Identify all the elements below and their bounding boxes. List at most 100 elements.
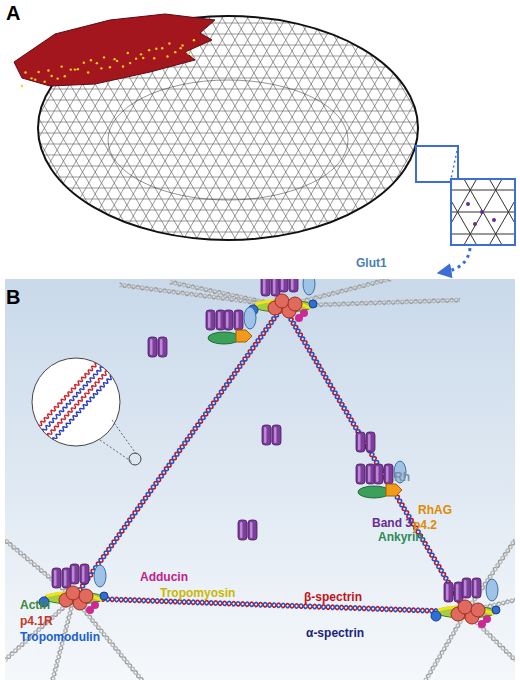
illustration-part (466, 541, 515, 612)
illustration-part (206, 310, 215, 330)
illustration-part (0, 23, 520, 24)
illustration-part (473, 222, 477, 226)
illustration-part (174, 51, 176, 53)
illustration-part (263, 279, 266, 294)
illustration-part (0, 254, 520, 255)
illustration-part (153, 57, 155, 59)
illustration-part (356, 464, 365, 484)
illustration-part (0, 232, 520, 233)
illustration-part (236, 330, 252, 342)
illustration-part (368, 466, 371, 482)
illustration-part (80, 564, 89, 584)
illustration-part (158, 337, 167, 357)
illustration-part (0, 210, 520, 211)
illustration-part (451, 179, 497, 245)
illustration-part (274, 427, 277, 443)
illustration-part (160, 339, 163, 355)
illustration-part (420, 612, 467, 680)
illustration-part (56, 77, 58, 79)
illustration-part (0, 133, 520, 134)
illustration-part (0, 144, 520, 145)
illustration-part (262, 0, 520, 328)
illustration-part (0, 122, 520, 123)
illustration-part (451, 179, 515, 245)
illustration-part (208, 312, 211, 328)
illustration-part (53, 360, 125, 441)
illustration-part (466, 202, 470, 206)
illustration-part (193, 39, 195, 41)
illustration-part (291, 279, 294, 290)
illustration-part (0, 188, 520, 189)
illustration-part (248, 520, 257, 540)
illustration-part (26, 360, 125, 442)
illustration-part (356, 432, 365, 452)
illustration-part (0, 276, 520, 277)
illustration-part (283, 298, 460, 307)
illustration-part (87, 71, 89, 73)
illustration-part (283, 298, 460, 308)
illustration-part (451, 179, 459, 236)
illustration-part (451, 190, 515, 191)
protein-label: Rh (394, 470, 410, 484)
illustration-part (0, 177, 520, 178)
illustration-part (218, 312, 221, 328)
illustration-part (54, 570, 57, 586)
protein-label: Actin (20, 598, 50, 612)
illustration-part (224, 310, 233, 330)
illustration-part (94, 565, 106, 587)
illustration-part (431, 611, 441, 621)
protein-label: Adducin (140, 570, 188, 584)
illustration-part (142, 57, 144, 59)
illustration-part (30, 77, 32, 79)
illustration-part (483, 615, 491, 623)
illustration-part (488, 179, 515, 245)
illustration-part (44, 360, 116, 441)
protein-label: RhAG (418, 503, 452, 517)
illustration-part (309, 300, 317, 308)
illustration-part (129, 453, 141, 465)
illustration-part (70, 68, 72, 70)
illustration-part (283, 306, 466, 614)
illustration-part (148, 337, 157, 357)
illustration-part (289, 279, 298, 292)
illustration-part (168, 42, 170, 44)
illustration-part (275, 294, 289, 308)
illustration-part (91, 601, 99, 609)
illustration-part (5, 540, 74, 598)
illustration-part (82, 566, 85, 582)
illustration-part (488, 179, 515, 245)
illustration-part (273, 279, 276, 294)
illustration-part (319, 0, 520, 295)
illustration-part (480, 210, 484, 214)
illustration-part (329, 0, 520, 289)
illustration-part (0, 111, 520, 112)
illustration-part (21, 85, 23, 87)
illustration-part (358, 0, 520, 273)
illustration-part (73, 306, 284, 599)
illustration-part (74, 68, 76, 70)
protein-label: Glut1 (356, 256, 387, 270)
illustration-part (469, 179, 515, 245)
illustration-part (234, 310, 243, 330)
illustration-part (72, 566, 75, 582)
illustration-part (47, 69, 49, 71)
illustration-part (0, 100, 520, 101)
protein-label: Tropomodulin (20, 630, 100, 644)
illustration-part (43, 81, 45, 83)
illustration-part (50, 75, 52, 77)
illustration-part (148, 49, 150, 51)
illustration-part (374, 464, 383, 484)
illustration-part (462, 578, 471, 598)
illustration-part (238, 520, 247, 540)
illustration-part (279, 279, 288, 292)
illustration-part (339, 0, 520, 284)
illustration-part (135, 57, 137, 59)
illustration-part (358, 434, 361, 450)
illustration-part (83, 61, 85, 63)
panel-letter: B (6, 286, 20, 308)
illustration-part (26, 358, 141, 465)
illustration-part (386, 484, 402, 496)
illustration-part (446, 584, 449, 600)
illustration-part (74, 596, 467, 614)
illustration-part (32, 358, 120, 446)
